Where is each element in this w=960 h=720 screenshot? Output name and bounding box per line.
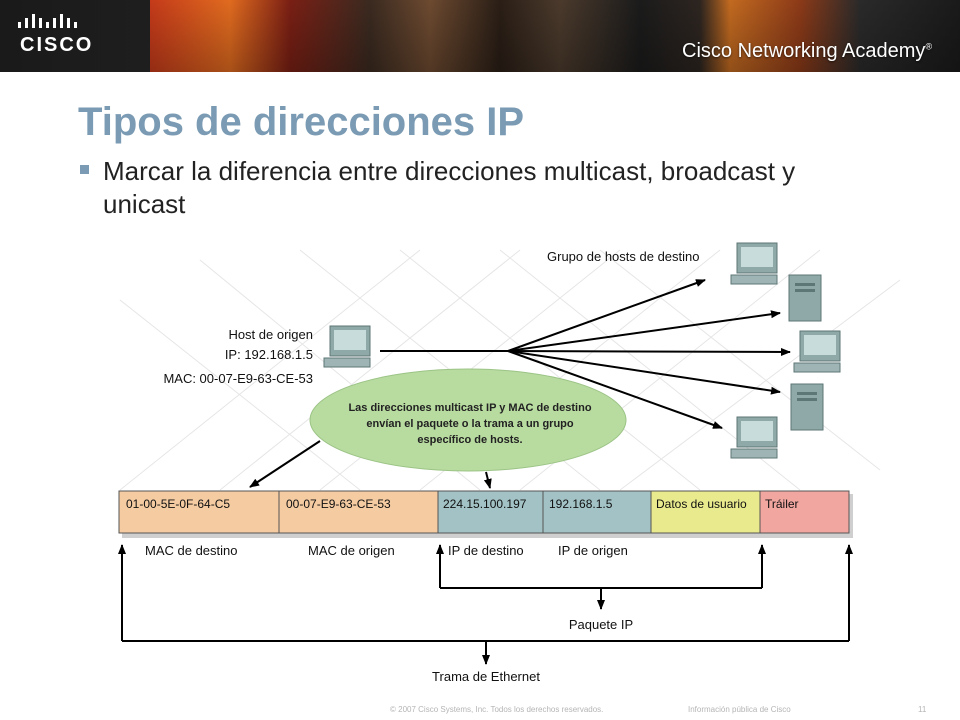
destination-computer-icon [730, 242, 778, 285]
info-bubble [309, 368, 627, 472]
arrow-to-host-2 [507, 310, 781, 352]
ip-packet-label: Paquete IP [569, 617, 633, 632]
arrow-to-mac-dest [249, 440, 321, 488]
cell-trailer [759, 490, 850, 534]
arrow-to-host-5 [507, 350, 723, 429]
cell-mac-src [278, 490, 439, 534]
destination-computer-icon [793, 330, 841, 373]
destination-server-icon [790, 383, 824, 431]
page-title: Tipos de direcciones IP [78, 100, 525, 144]
academy-title: Cisco Networking Academy® [682, 40, 932, 63]
arrow-to-host-4 [507, 350, 781, 395]
arrow-to-ip-dest [483, 471, 492, 489]
cell-text: 01-00-5E-0F-64-C5 [126, 497, 230, 511]
cell-text: Tráiler [765, 497, 799, 511]
label-ip-src: IP de origen [558, 543, 628, 558]
footer-classification: Información pública de Cisco [688, 705, 791, 714]
arrow-to-host-1 [507, 279, 706, 352]
header-banner: CISCO Cisco Networking Academy® [0, 0, 960, 72]
source-host-label: Host de origen [228, 327, 313, 342]
footer-copyright: © 2007 Cisco Systems, Inc. Todos los der… [390, 705, 604, 714]
label-mac-src: MAC de origen [308, 543, 395, 558]
bullet-icon [80, 165, 89, 174]
arrow-to-host-3 [507, 347, 791, 356]
cell-text: Datos de usuario [656, 497, 747, 511]
ethernet-frame: 01-00-5E-0F-64-C5 00-07-E9-63-CE-53 224.… [118, 490, 850, 534]
cell-text: 192.168.1.5 [549, 497, 613, 511]
bullet-text: Marcar la diferencia entre direcciones m… [103, 156, 796, 219]
bubble-line-1: Las direcciones multicast IP y MAC de de… [348, 402, 591, 414]
bubble-line-3: específico de hosts. [417, 434, 522, 446]
ethernet-frame-bracket [118, 544, 853, 665]
source-mac-label: MAC: 00-07-E9-63-CE-53 [163, 371, 313, 386]
label-mac-dest: MAC de destino [145, 543, 238, 558]
banner-photo-strip [150, 0, 960, 72]
cisco-logo-text: CISCO [20, 34, 94, 56]
ethernet-frame-label: Trama de Ethernet [432, 669, 540, 684]
source-ip-label: IP: 192.168.1.5 [225, 347, 313, 362]
bubble-line-2: envían el paquete o la trama a un grupo [366, 418, 573, 430]
destination-server-icon [788, 274, 822, 322]
academy-text: Cisco Networking Academy [682, 40, 926, 62]
academy-mark: ® [925, 41, 933, 52]
destination-computer-icon [730, 416, 778, 459]
cisco-logo-icon [18, 14, 77, 28]
cell-ip-src [542, 490, 652, 534]
cell-text: 00-07-E9-63-CE-53 [286, 497, 391, 511]
footer-page-number: 11 [918, 705, 927, 714]
label-ip-dest: IP de destino [448, 543, 524, 558]
group-label: Grupo de hosts de destino [547, 249, 700, 264]
source-computer-icon [323, 325, 371, 368]
cell-text: 224.15.100.197 [443, 497, 527, 511]
ip-packet-bracket [436, 544, 766, 610]
